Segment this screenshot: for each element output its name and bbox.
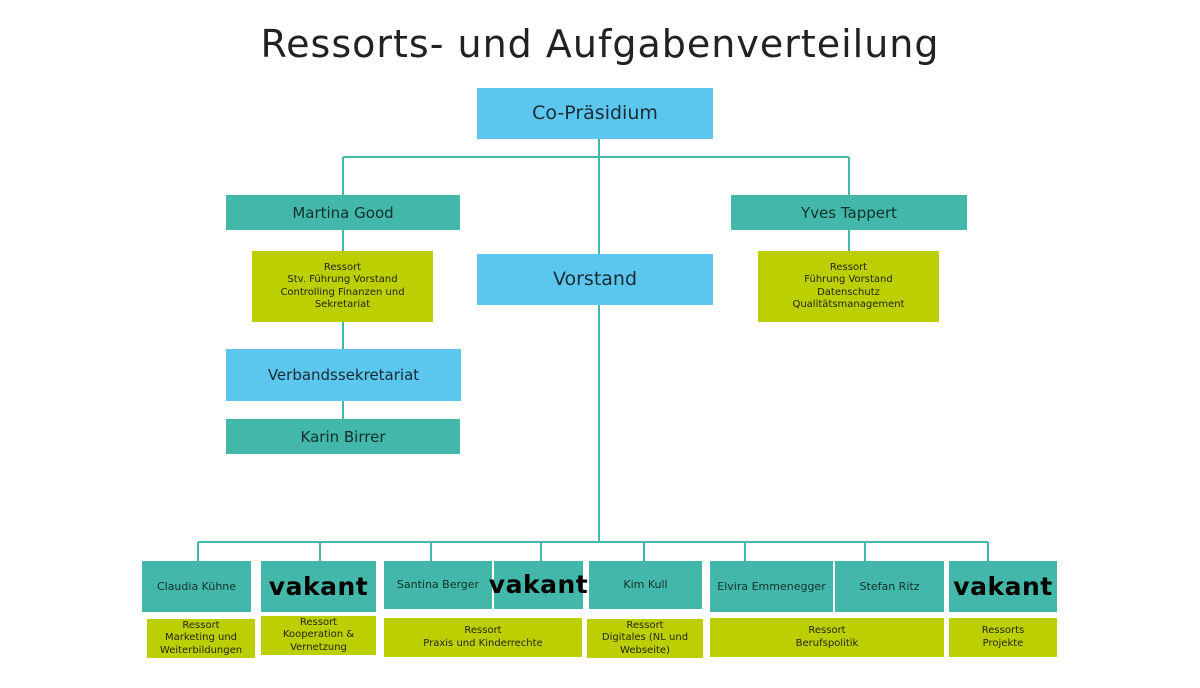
sekretariat-person-box: Karin Birrer: [226, 419, 460, 454]
left-ressort-box: Ressort Stv. Führung Vorstand Controllin…: [252, 251, 433, 322]
ressort-box-4: Ressort Digitales (NL und Webseite): [587, 619, 703, 658]
vorstand-box: Vorstand: [477, 254, 713, 305]
ressort-box-3: Ressort Praxis und Kinderrechte: [384, 618, 582, 657]
member-box-6: Elvira Emmenegger: [710, 561, 833, 612]
co-praesidium-box: Co-Präsidium: [477, 88, 713, 139]
member-box-7: Stefan Ritz: [835, 561, 944, 612]
page-title: Ressorts- und Aufgabenverteilung: [260, 22, 940, 66]
member-box-4: vakant: [489, 561, 588, 609]
ressort-box-2: Ressort Kooperation & Vernetzung: [261, 616, 376, 655]
left-name-box: Martina Good: [226, 195, 460, 230]
member-box-8: vakant: [949, 561, 1057, 612]
right-ressort-box: Ressort Führung Vorstand Datenschutz Qua…: [758, 251, 939, 322]
right-name-box: Yves Tappert: [731, 195, 967, 230]
member-box-3: Santina Berger: [384, 561, 492, 609]
ressort-box-6: Ressorts Projekte: [949, 618, 1057, 657]
member-box-2: vakant: [261, 561, 376, 612]
ressort-box-5: Ressort Berufspolitik: [710, 618, 944, 657]
verbandssekretariat-box: Verbandssekretariat: [226, 349, 461, 401]
ressort-box-1: Ressort Marketing und Weiterbildungen: [147, 619, 255, 658]
member-box-5: Kim Kull: [589, 561, 702, 609]
member-box-1: Claudia Kühne: [142, 561, 251, 612]
